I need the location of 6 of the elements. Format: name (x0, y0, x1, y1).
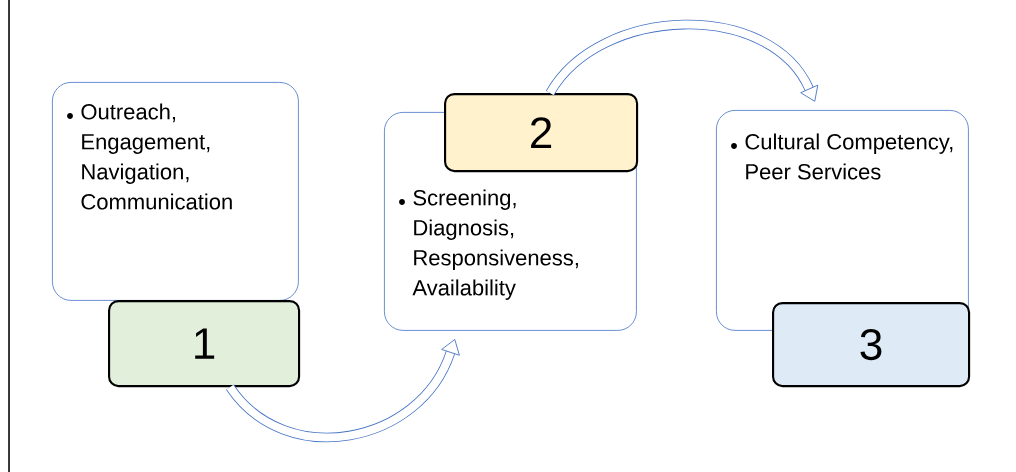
number-box: 2 (444, 93, 639, 173)
number-box: 1 (108, 300, 301, 388)
number-box: 3 (772, 302, 971, 388)
curved-arrow (226, 339, 460, 443)
text-box: Outreach, Engagement, Navigation, Communication (52, 82, 299, 301)
curved-arrow (546, 19, 819, 102)
